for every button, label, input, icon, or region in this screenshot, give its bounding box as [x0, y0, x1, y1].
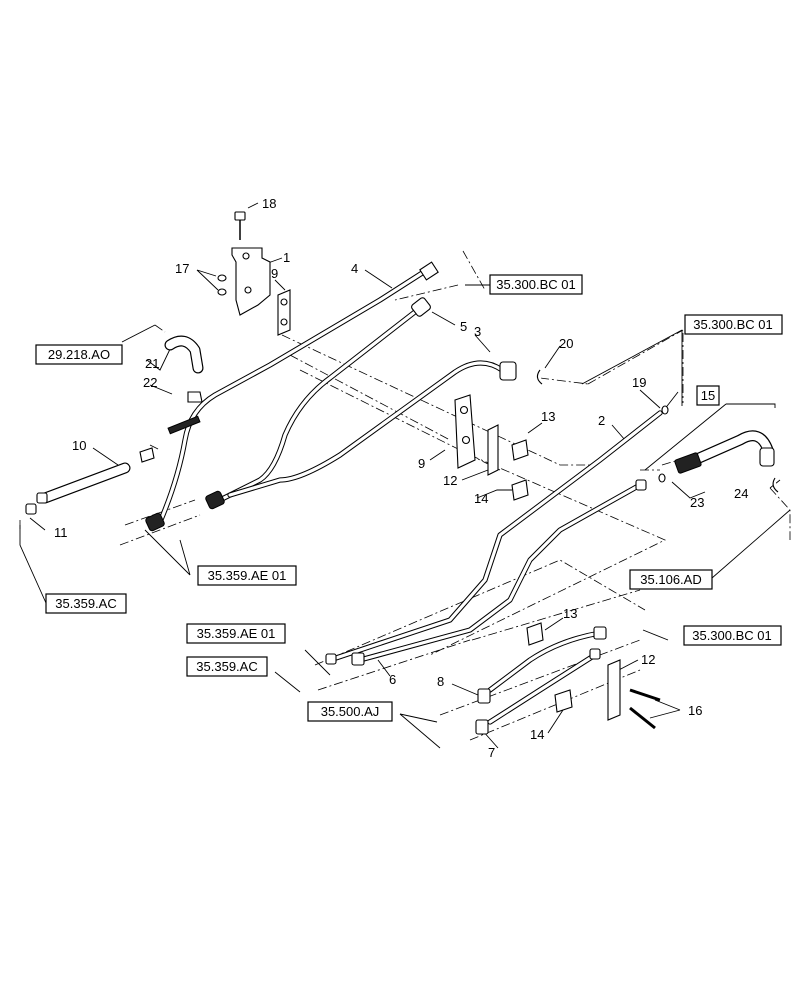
- reference-box-35-106-ad[interactable]: 35.106.AD: [629, 569, 713, 590]
- hose-21: [164, 335, 204, 374]
- callout-3: 3: [474, 324, 481, 339]
- reference-box-35-300-bc-01-right[interactable]: 35.300.BC 01: [684, 314, 783, 335]
- hose-15: [674, 430, 775, 474]
- tube-5: [205, 297, 431, 510]
- svg-text:35.359.AE 01: 35.359.AE 01: [208, 568, 287, 583]
- o-ring-19: [661, 405, 669, 415]
- svg-text:35.500.AJ: 35.500.AJ: [321, 704, 380, 719]
- hose-10: [36, 447, 155, 504]
- reference-box-35-359-ac-bottom[interactable]: 35.359.AC: [186, 656, 268, 677]
- svg-text:35.359.AC: 35.359.AC: [196, 659, 257, 674]
- fitting-22: [167, 391, 203, 435]
- reference-box-35-359-ac-left[interactable]: 35.359.AC: [45, 593, 127, 614]
- callout-12-middle: 12: [443, 473, 457, 488]
- reference-box-35-300-bc-01-bottom[interactable]: 35.300.BC 01: [683, 625, 782, 646]
- callout-23: 23: [690, 495, 704, 510]
- reference-box-35-300-bc-01-top[interactable]: 35.300.BC 01: [489, 274, 583, 295]
- tube-6: [351, 479, 647, 666]
- callout-11: 11: [54, 525, 68, 540]
- plate-12-middle: [487, 424, 499, 476]
- bolts-16: [629, 688, 661, 730]
- callout-15-box[interactable]: 15: [696, 385, 720, 406]
- callout-7: 7: [488, 745, 495, 760]
- reference-box-29-218-ao[interactable]: 29.218.AO: [35, 344, 123, 365]
- reference-box-35-500-aj[interactable]: 35.500.AJ: [307, 701, 393, 722]
- svg-text:35.300.BC 01: 35.300.BC 01: [692, 628, 772, 643]
- svg-text:35.359.AC: 35.359.AC: [55, 596, 116, 611]
- callout-16: 16: [688, 703, 702, 718]
- callout-21: 21: [145, 356, 159, 371]
- washers-17: [217, 274, 227, 296]
- callout-9-top: 9: [271, 266, 278, 281]
- tube-4: [145, 261, 439, 532]
- callout-5: 5: [460, 319, 467, 334]
- tube-7: [475, 648, 601, 735]
- assembly-centerlines: [19, 250, 791, 741]
- callout-22: 22: [143, 375, 157, 390]
- callout-19: 19: [632, 375, 646, 390]
- callout-10: 10: [72, 438, 86, 453]
- tube-8: [477, 626, 607, 704]
- clamp-9-middle: [454, 394, 476, 469]
- callout-numbers: 18 1 17 9 4 5 3 20 21 22 19 2 13 10 9 12…: [54, 196, 748, 760]
- svg-text:35.359.AE 01: 35.359.AE 01: [197, 626, 276, 641]
- callout-1: 1: [283, 250, 290, 265]
- callout-12-lower: 12: [641, 652, 655, 667]
- callout-8: 8: [437, 674, 444, 689]
- fitting-11: [25, 503, 37, 515]
- plate-12-lower: [607, 659, 621, 721]
- o-ring-23: [658, 473, 666, 483]
- svg-text:35.106.AD: 35.106.AD: [640, 572, 701, 587]
- leader-lines: [19, 202, 791, 749]
- bracket-1: [231, 247, 271, 316]
- svg-text:29.218.AO: 29.218.AO: [48, 347, 110, 362]
- clip-14-middle: [511, 479, 529, 501]
- o-ring-20: [536, 369, 543, 385]
- callout-4: 4: [351, 261, 358, 276]
- clip-14-lower: [554, 689, 573, 713]
- svg-text:15: 15: [701, 388, 715, 403]
- callout-9-middle: 9: [418, 456, 425, 471]
- callout-6: 6: [389, 672, 396, 687]
- clamp-9-top: [277, 289, 291, 336]
- clip-13-middle: [511, 439, 529, 461]
- bolt-18: [234, 211, 246, 240]
- callout-17: 17: [175, 261, 189, 276]
- callout-20: 20: [559, 336, 573, 351]
- reference-box-35-359-ae-01-left[interactable]: 35.359.AE 01: [197, 565, 297, 586]
- svg-text:35.300.BC 01: 35.300.BC 01: [693, 317, 773, 332]
- reference-box-35-359-ae-01-bottom[interactable]: 35.359.AE 01: [186, 623, 286, 644]
- o-ring-24: [772, 477, 779, 493]
- callout-14-middle: 14: [474, 491, 488, 506]
- callout-24: 24: [734, 486, 748, 501]
- tube-2: [325, 410, 663, 665]
- callout-13-lower: 13: [563, 606, 577, 621]
- clip-13-lower: [526, 622, 544, 646]
- callout-13-middle: 13: [541, 409, 555, 424]
- callout-2: 2: [598, 413, 605, 428]
- tube-3: [227, 360, 517, 498]
- callout-18: 18: [262, 196, 276, 211]
- callout-14-lower: 14: [530, 727, 544, 742]
- svg-text:35.300.BC 01: 35.300.BC 01: [496, 277, 576, 292]
